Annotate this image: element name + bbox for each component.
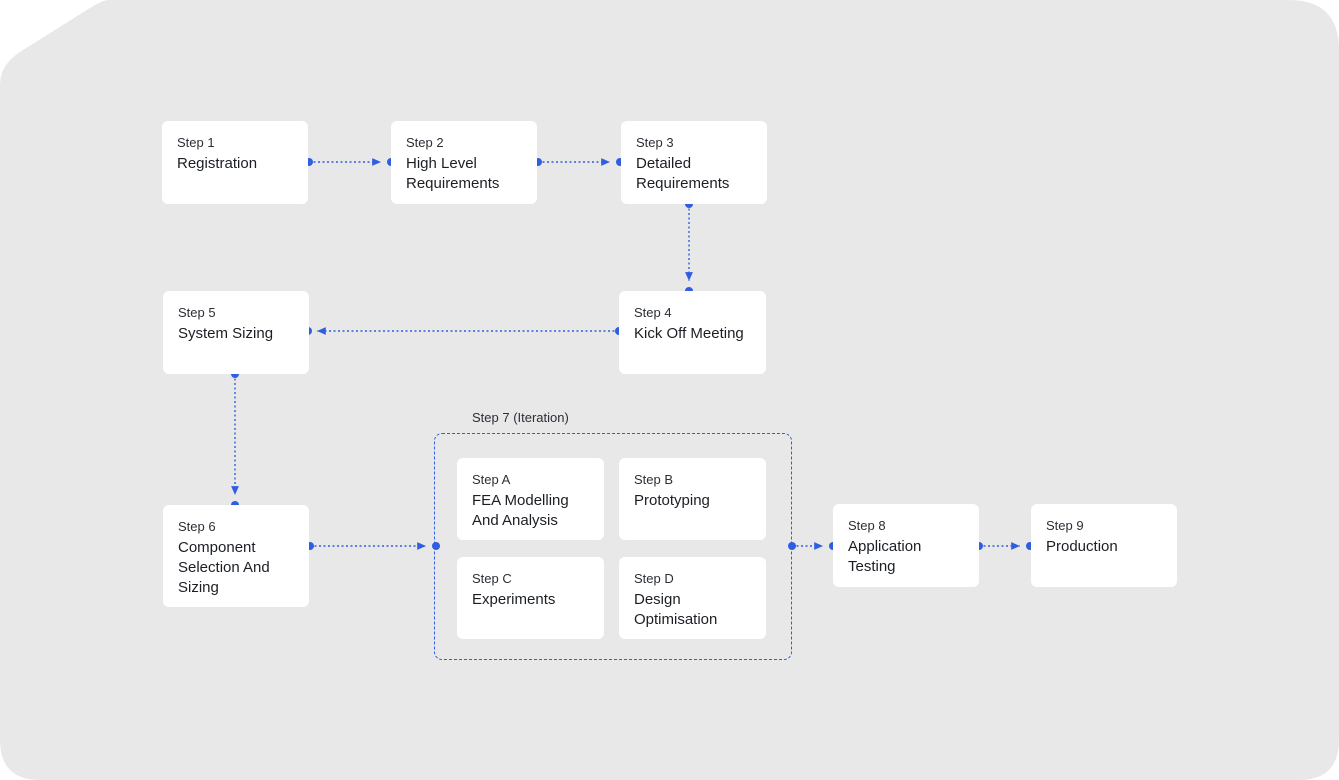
step-2-card: Step 2 High Level Requirements [391, 121, 537, 204]
step-1-card: Step 1 Registration [162, 121, 308, 204]
step-3-card: Step 3 Detailed Requirements [621, 121, 767, 204]
step-title: Production [1046, 538, 1118, 555]
step-9-card: Step 9 Production [1031, 504, 1177, 587]
iteration-group-frame [434, 433, 792, 660]
step-title: Kick Off Meeting [634, 325, 744, 342]
step-number: Step A [472, 472, 511, 487]
step-number: Step 9 [1046, 518, 1084, 533]
step-title: High Level Requirements [406, 155, 500, 192]
step-title: Experiments [472, 591, 556, 608]
step-number: Step 2 [406, 135, 444, 150]
step-number: Step 4 [634, 305, 672, 320]
step-title: FEA Modelling And Analysis [472, 492, 569, 529]
iteration-group-label: Step 7 (Iteration) [472, 410, 569, 425]
step-number: Step B [634, 472, 674, 487]
step-d-card: Step D Design Optimisation [619, 557, 766, 639]
step-number: Step 1 [177, 135, 215, 150]
step-title: Design Optimisation [634, 591, 718, 628]
step-number: Step 8 [848, 518, 886, 533]
step-number: Step 3 [636, 135, 674, 150]
step-c-card: Step C Experiments [457, 557, 604, 639]
step-title: Detailed Requirements [636, 155, 730, 192]
step-title: System Sizing [178, 325, 274, 342]
step-number: Step 5 [178, 305, 216, 320]
step-b-card: Step B Prototyping [619, 458, 766, 540]
step-title: Component Selection And Sizing [178, 539, 270, 596]
step-number: Step D [634, 571, 674, 586]
step-4-card: Step 4 Kick Off Meeting [619, 291, 766, 374]
step-6-card: Step 6 Component Selection And Sizing [163, 505, 309, 607]
step-8-card: Step 8 Application Testing [833, 504, 979, 587]
step-number: Step 6 [178, 519, 216, 534]
step-number: Step C [472, 571, 512, 586]
step-a-card: Step A FEA Modelling And Analysis [457, 458, 604, 540]
step-title: Prototyping [634, 492, 710, 509]
step-5-card: Step 5 System Sizing [163, 291, 309, 374]
step-title: Application Testing [848, 538, 922, 575]
step-title: Registration [177, 155, 258, 172]
